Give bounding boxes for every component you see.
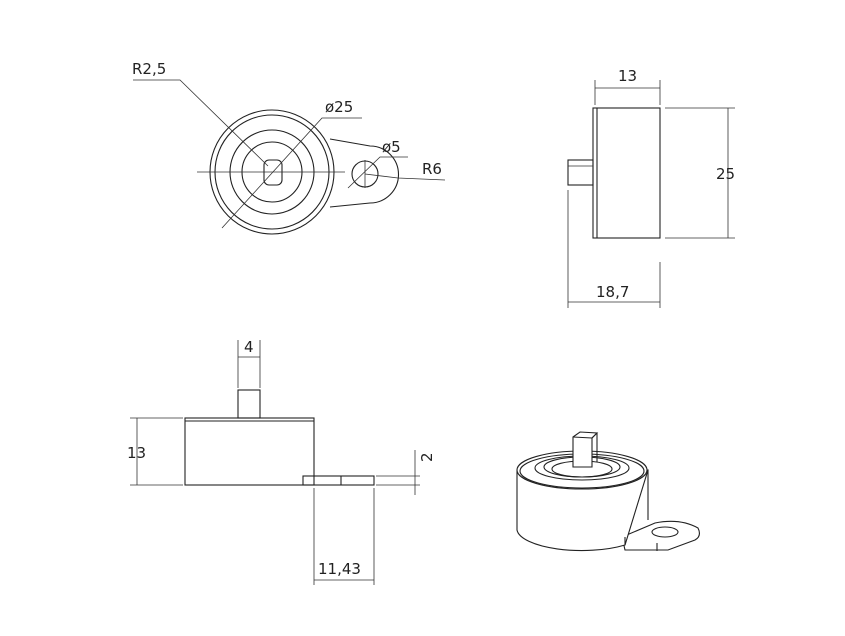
dim-13-bottom: 13 — [127, 444, 146, 462]
shaft-square — [263, 159, 283, 186]
bottom-view: 4 13 2 11,43 — [127, 338, 436, 585]
ear-tab — [302, 475, 375, 486]
dim-11-43: 11,43 — [318, 560, 361, 578]
iso-body — [516, 469, 649, 552]
shaft-rect — [237, 389, 261, 419]
iso-ear — [621, 520, 701, 551]
dim-dia5: ø5 — [382, 138, 401, 156]
body-rect — [592, 107, 661, 239]
dim-18-7: 18,7 — [596, 283, 629, 301]
front-view: R2,5 ø25 ø5 R6 — [132, 60, 446, 235]
iso-view — [516, 431, 701, 552]
dim-13: 13 — [618, 67, 637, 85]
dim-r2-5: R2,5 — [132, 60, 166, 78]
shaft-rect — [567, 159, 594, 186]
dim-25: 25 — [716, 165, 735, 183]
dim-2: 2 — [418, 452, 436, 462]
dim-dia25: ø25 — [325, 98, 353, 116]
dim-r6: R6 — [422, 160, 442, 178]
body-rect — [184, 417, 315, 486]
dim-4: 4 — [244, 338, 254, 356]
mounting-ear — [329, 138, 399, 208]
side-view: 13 25 18,7 — [567, 67, 735, 308]
